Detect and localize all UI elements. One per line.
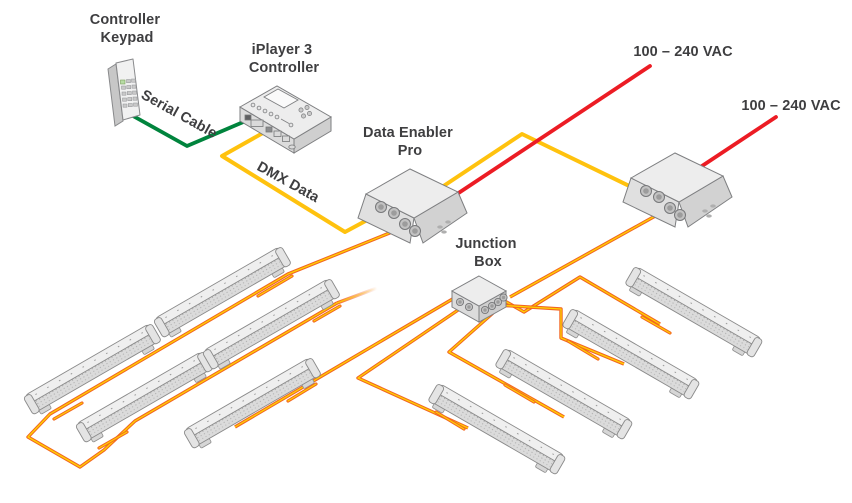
iplayer-nav-cluster — [298, 105, 312, 119]
led-fixture — [425, 382, 568, 479]
junction-box-device — [450, 275, 508, 323]
junction-top-face — [450, 275, 508, 307]
iplayer3-device — [239, 85, 332, 154]
controller-keypad-label: Controller Keypad — [90, 12, 164, 46]
leader-cable-fade-tail-core — [336, 287, 378, 304]
power-cable-2 — [700, 115, 778, 168]
fixture-leader-overlays-core — [53, 275, 671, 449]
leader-cable-left-chain-core — [27, 227, 403, 468]
controller-keypad-device — [107, 58, 141, 127]
fixture-leader-overlays — [52, 274, 672, 450]
iplayer-label: iPlayer 3 Controller — [249, 42, 320, 76]
leader-cable-enabler2-junction-core — [509, 209, 667, 298]
vac-label-top: 100 – 240 VAC — [633, 44, 733, 60]
serial-cable-label: Serial Cable — [138, 87, 219, 142]
junction-box-label: Junction Box — [455, 236, 520, 270]
serial-cable — [125, 110, 249, 148]
iplayer-buttons — [250, 102, 294, 128]
leader-cable-junction-left-run-core — [234, 296, 457, 428]
keypad-buttons — [121, 78, 138, 108]
power-cable-1 — [446, 64, 652, 202]
left-fixture-group — [22, 245, 343, 453]
led-fixture — [559, 307, 702, 404]
leader-cable-junction-r2-core — [496, 304, 625, 365]
dmx-cable-2 — [434, 132, 651, 198]
iplayer-top-face — [239, 85, 332, 140]
data-enabler-pro-2 — [622, 152, 733, 228]
data-enabler-label: Data Enabler Pro — [363, 125, 457, 159]
vac-label-right: 100 – 240 VAC — [741, 98, 841, 114]
keypad-side — [107, 63, 124, 127]
iplayer-display — [263, 88, 299, 109]
leader-cable-junction-r4-core — [357, 305, 469, 429]
keypad-indicator — [120, 79, 126, 85]
iplayer-ports — [244, 114, 296, 150]
